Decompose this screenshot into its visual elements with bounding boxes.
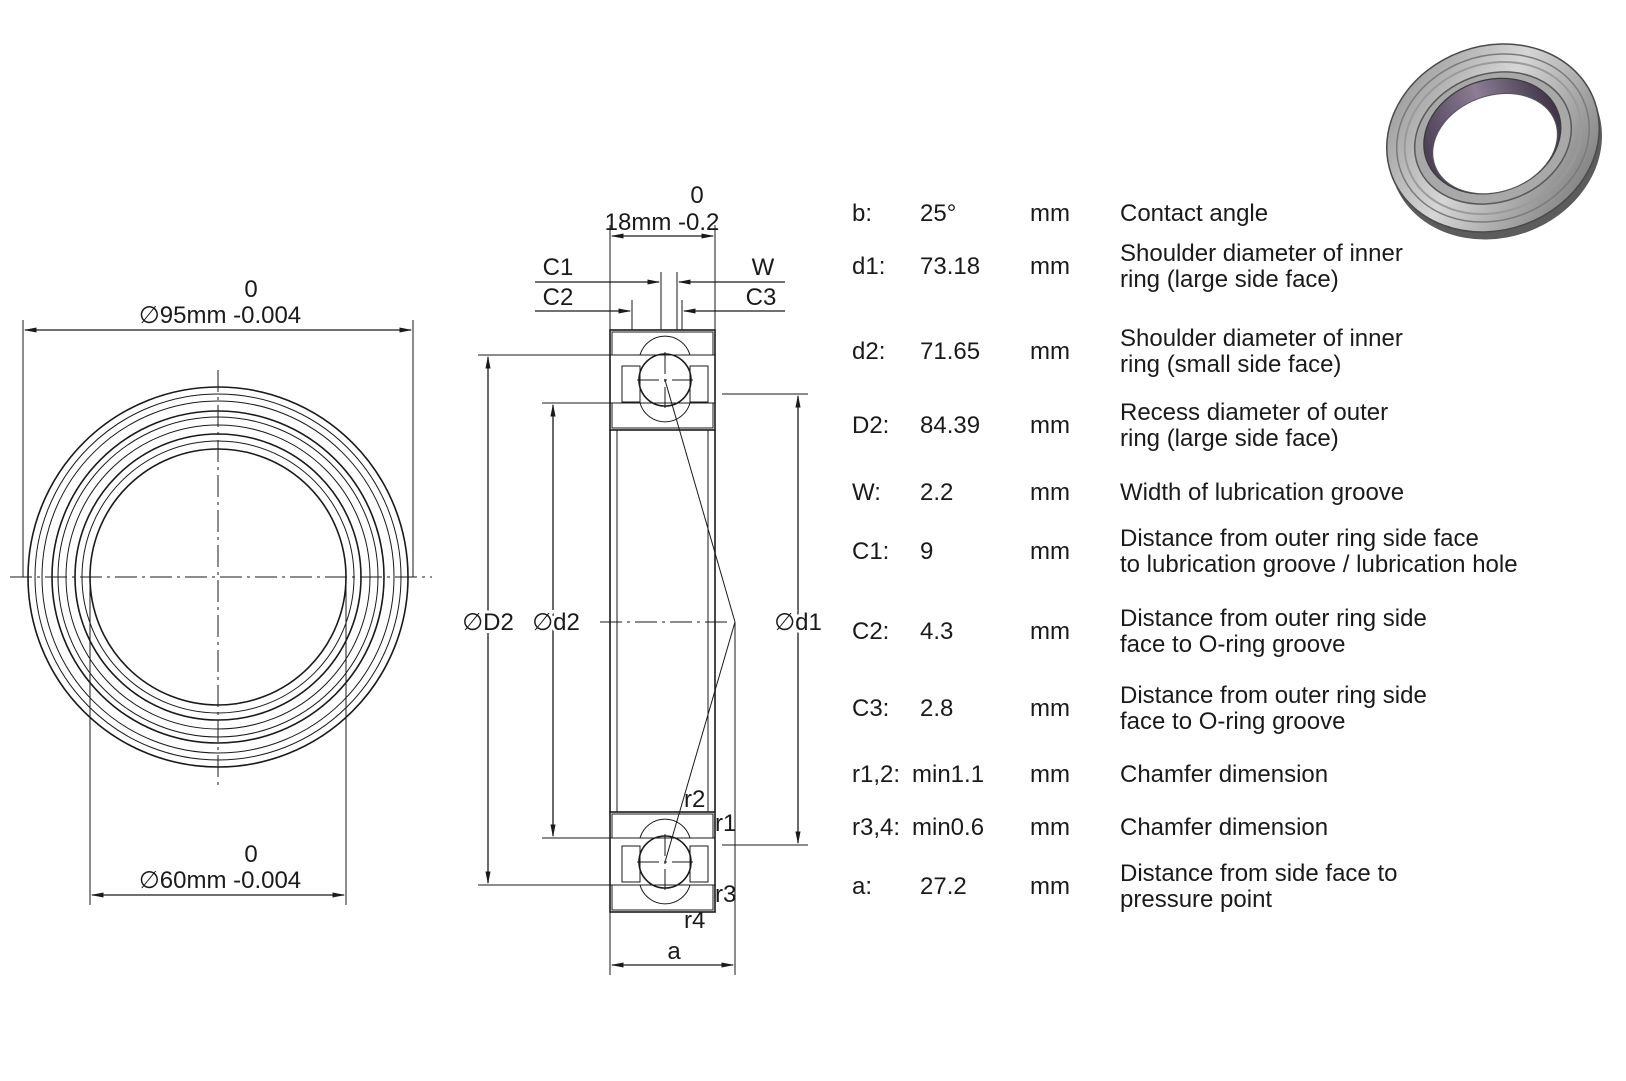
- spec-value: min1.1: [912, 761, 985, 788]
- spec-description: Distance from outer ring side: [1120, 682, 1427, 709]
- c1-label: C1: [543, 254, 574, 281]
- inner-diameter-label: ∅60mm -0.004: [139, 867, 301, 894]
- front-centerlines: [10, 370, 432, 785]
- spec-description: Contact angle: [1120, 200, 1269, 227]
- d1-dimension: ∅d1: [722, 393, 825, 846]
- spec-value: 4.3: [920, 618, 954, 645]
- spec-unit: mm: [1030, 412, 1070, 439]
- d2-inner-label: ∅d2: [532, 609, 580, 636]
- spec-description: Distance from outer ring side face: [1120, 525, 1479, 552]
- spec-description: pressure point: [1120, 886, 1273, 913]
- r2-label: r2: [684, 786, 705, 813]
- spec-unit: mm: [1030, 200, 1070, 227]
- spec-description: Shoulder diameter of inner: [1120, 325, 1403, 352]
- spec-unit: mm: [1030, 618, 1070, 645]
- bearing-3d-render: [1385, 43, 1602, 240]
- r1-label: r1: [715, 810, 736, 837]
- spec-value: min0.6: [912, 814, 985, 841]
- spec-unit: mm: [1030, 761, 1070, 788]
- spec-symbol: D2:: [852, 412, 890, 439]
- spec-symbol: a:: [852, 873, 873, 900]
- r3-label: r3: [715, 881, 736, 908]
- spec-description: face to O-ring groove: [1120, 631, 1346, 658]
- a-dimension: a: [609, 912, 735, 975]
- d2-inner-dimension: ∅d2: [529, 402, 612, 839]
- inner-diameter-zero: 0: [244, 841, 257, 868]
- spec-value: 9: [920, 538, 934, 565]
- c2-c3-dimension: C2 C3: [535, 284, 785, 330]
- spec-description: ring (small side face): [1120, 351, 1342, 378]
- spec-description: Width of lubrication groove: [1120, 479, 1405, 506]
- r4-label: r4: [684, 907, 705, 934]
- spec-unit: mm: [1030, 253, 1070, 280]
- spec-unit: mm: [1030, 695, 1070, 722]
- c1-w-dimension: C1 W: [535, 254, 785, 330]
- inner-diameter-dimension: 0 ∅60mm -0.004: [89, 577, 347, 905]
- d2-outer-label: ∅D2: [462, 609, 514, 636]
- spec-symbol: W:: [852, 479, 881, 506]
- spec-description: to lubrication groove / lubrication hole: [1120, 551, 1518, 578]
- spec-symbol: b:: [852, 200, 873, 227]
- spec-description: Shoulder diameter of inner: [1120, 240, 1403, 267]
- spec-description: ring (large side face): [1120, 425, 1339, 452]
- spec-symbol: C3:: [852, 695, 890, 722]
- width-zero: 0: [690, 182, 703, 209]
- a-label: a: [667, 938, 681, 965]
- spec-value: 25°: [920, 200, 957, 227]
- spec-value: 73.18: [920, 253, 981, 280]
- contact-lines: [664, 379, 736, 975]
- spec-symbol: C2:: [852, 618, 890, 645]
- spec-description: Recess diameter of outer: [1120, 399, 1389, 426]
- bearing-rings-front: [27, 386, 409, 768]
- bottom-section: [609, 811, 716, 913]
- width-label: 18mm -0.2: [605, 209, 720, 236]
- spec-description: Distance from side face to: [1120, 860, 1398, 887]
- c2-label: C2: [543, 284, 574, 311]
- spec-symbol: d2:: [852, 338, 886, 365]
- spec-unit: mm: [1030, 479, 1070, 506]
- spec-symbol: r1,2:: [852, 761, 901, 788]
- spec-unit: mm: [1030, 814, 1070, 841]
- spec-description: face to O-ring groove: [1120, 708, 1346, 735]
- spec-unit: mm: [1030, 873, 1070, 900]
- spec-description: Chamfer dimension: [1120, 761, 1329, 788]
- spec-description: Distance from outer ring side: [1120, 605, 1427, 632]
- top-section: [609, 329, 716, 431]
- spec-value: 71.65: [920, 338, 981, 365]
- width-dimension: 0 18mm -0.2: [605, 182, 720, 330]
- spec-symbol: r3,4:: [852, 814, 901, 841]
- outer-diameter-dimension: 0 ∅95mm -0.004: [22, 276, 414, 577]
- spec-unit: mm: [1030, 538, 1070, 565]
- spec-unit: mm: [1030, 338, 1070, 365]
- spec-value: 2.8: [920, 695, 954, 722]
- outer-diameter-label: ∅95mm -0.004: [139, 302, 301, 329]
- spec-description: ring (large side face): [1120, 266, 1339, 293]
- d1-label: ∅d1: [774, 609, 822, 636]
- front-view: 0 ∅95mm -0.004 0 ∅60mm -0.004: [10, 276, 432, 905]
- spec-value: 84.39: [920, 412, 981, 439]
- spec-value: 2.2: [920, 479, 954, 506]
- w-label: W: [752, 254, 775, 281]
- section-view: 0 18mm -0.2 C1 W C2 C3 ∅D2: [459, 182, 825, 975]
- spec-symbol: d1:: [852, 253, 886, 280]
- spec-symbol: C1:: [852, 538, 890, 565]
- spec-value: 27.2: [920, 873, 967, 900]
- outer-diameter-zero: 0: [244, 276, 257, 303]
- c3-label: C3: [746, 284, 777, 311]
- spec-description: Chamfer dimension: [1120, 814, 1329, 841]
- d2-outer-dimension: ∅D2: [459, 354, 612, 886]
